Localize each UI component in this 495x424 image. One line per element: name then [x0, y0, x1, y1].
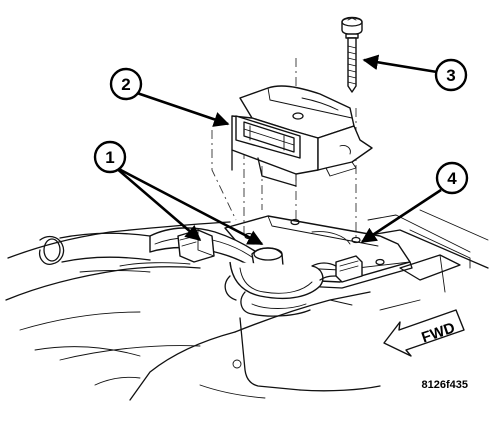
mounting-bolt: [341, 16, 363, 93]
callout-3: 3: [434, 58, 468, 92]
callout-leaders: [114, 54, 442, 246]
callout-2-label: 2: [121, 75, 130, 94]
callout-1-label: 1: [105, 148, 114, 167]
callout-3-label: 3: [446, 66, 455, 85]
figure-id: 8126f435: [422, 379, 469, 391]
floor-pan-outline: [5, 209, 489, 401]
crossmember-tube: [38, 232, 191, 273]
control-module: [231, 85, 373, 187]
callout-1: 1: [93, 140, 127, 174]
callout-4-label: 4: [447, 169, 457, 188]
callout-4: 4: [435, 161, 469, 195]
forward-direction-arrow: FWD: [383, 309, 465, 357]
callout-2: 2: [109, 67, 143, 101]
